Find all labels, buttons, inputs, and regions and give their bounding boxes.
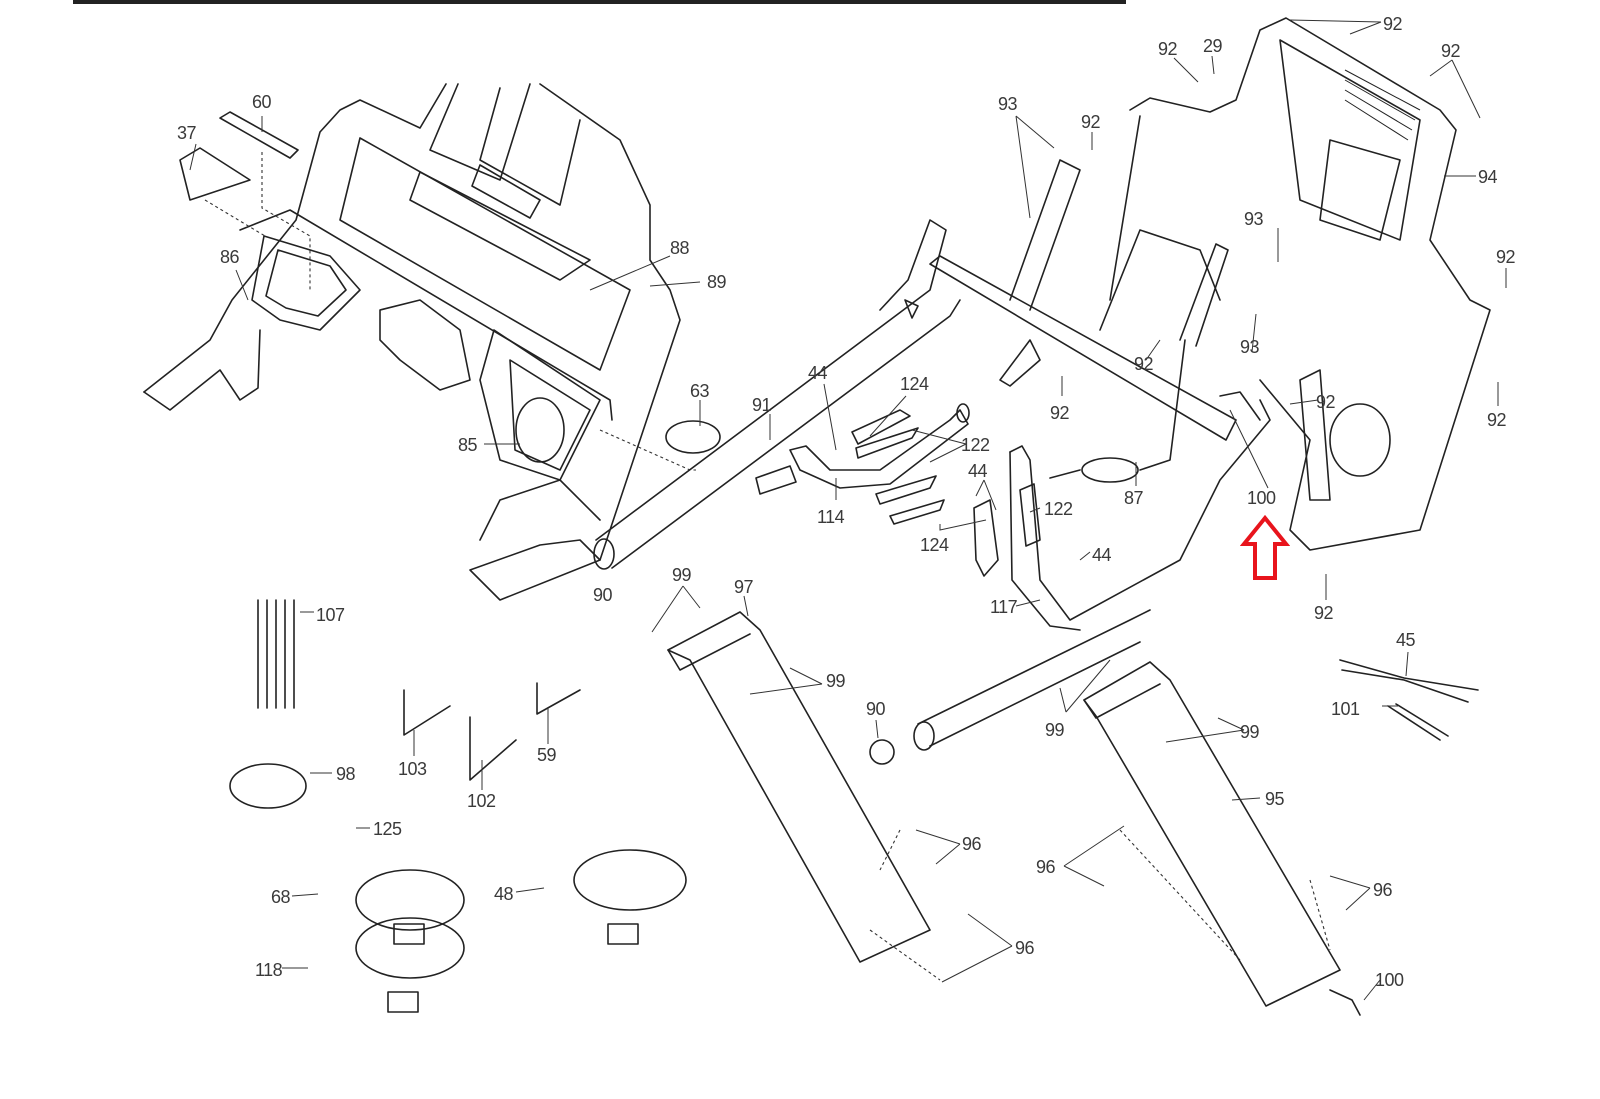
- highlight-up-arrow-icon: [1240, 514, 1290, 580]
- part-label-37: 37: [177, 123, 197, 143]
- end-cap-90: [869, 739, 895, 765]
- part-label-93: 93: [1244, 209, 1264, 229]
- power-cord-68: [355, 869, 465, 931]
- part-label-93: 93: [998, 94, 1018, 114]
- part-label-93: 93: [1240, 337, 1260, 357]
- part-label-92: 92: [1050, 403, 1070, 423]
- power-cord-48: [573, 849, 687, 911]
- part-label-60: 60: [252, 92, 272, 112]
- part-label-99: 99: [826, 671, 846, 691]
- part-label-92: 92: [1383, 14, 1403, 34]
- leader-lines: [189, 19, 1507, 1001]
- part-label-94: 94: [1478, 167, 1498, 187]
- part-label-122: 122: [1044, 499, 1073, 519]
- part-label-96: 96: [962, 834, 982, 854]
- handlebar-tube: [593, 219, 961, 570]
- part-label-122: 122: [961, 435, 990, 455]
- wire-harness-101: [1387, 703, 1449, 741]
- leg-97: [667, 611, 931, 963]
- part-label-107: 107: [316, 605, 345, 625]
- part-label-96: 96: [1373, 880, 1393, 900]
- handle-114: [755, 403, 999, 577]
- cable-98: [229, 763, 307, 809]
- part-label-96: 96: [1036, 857, 1056, 877]
- part-label-88: 88: [670, 238, 690, 258]
- part-label-68: 68: [271, 887, 291, 907]
- part-label-48: 48: [494, 884, 514, 904]
- part-label-102: 102: [467, 791, 496, 811]
- part-label-103: 103: [398, 759, 427, 779]
- console-frame: [143, 83, 696, 601]
- part-label-92: 92: [1314, 603, 1334, 623]
- part-label-125: 125: [373, 819, 402, 839]
- part-label-92: 92: [1158, 39, 1178, 59]
- part-label-95: 95: [1265, 789, 1285, 809]
- part-label-97: 97: [734, 577, 754, 597]
- part-label-92: 92: [1441, 41, 1461, 61]
- part-label-86: 86: [220, 247, 240, 267]
- part-label-44: 44: [1092, 545, 1112, 565]
- power-cord-118: [355, 917, 465, 979]
- part-label-45: 45: [1396, 630, 1416, 650]
- part-label-92: 92: [1496, 247, 1516, 267]
- rear-shroud-94: [1109, 17, 1491, 551]
- part-label-96: 96: [1015, 938, 1035, 958]
- part-label-44: 44: [968, 461, 988, 481]
- part-label-90: 90: [593, 585, 613, 605]
- part-label-85: 85: [458, 435, 478, 455]
- plug-118: [387, 991, 419, 1013]
- part-label-98: 98: [336, 764, 356, 784]
- part-label-114: 114: [817, 507, 845, 527]
- part-label-92: 92: [1487, 410, 1507, 430]
- part-label-91: 91: [752, 395, 772, 415]
- plug-68: [393, 923, 425, 945]
- part-label-90: 90: [866, 699, 886, 719]
- part-label-100: 100: [1375, 970, 1404, 990]
- part-label-124: 124: [920, 535, 949, 555]
- bolts-107: [257, 599, 295, 709]
- upper-frame: [929, 159, 1237, 441]
- top-rule: [73, 0, 1126, 4]
- part-label-99: 99: [672, 565, 692, 585]
- part-label-63: 63: [690, 381, 710, 401]
- part-label-59: 59: [537, 745, 557, 765]
- upright-117: [913, 399, 1271, 751]
- leg-95: [1083, 661, 1361, 1016]
- wire-45: [1339, 659, 1479, 703]
- part-label-89: 89: [707, 272, 727, 292]
- part-label-99: 99: [1045, 720, 1065, 740]
- part-label-87: 87: [1124, 488, 1144, 508]
- part-label-101: 101: [1331, 699, 1360, 719]
- allen-wrenches: [403, 682, 581, 781]
- part-label-44: 44: [808, 363, 828, 383]
- part-label-92: 92: [1081, 112, 1101, 132]
- part-label-92: 92: [1316, 392, 1336, 412]
- part-label-100-highlighted: 100: [1247, 488, 1276, 508]
- cables: [1049, 339, 1261, 483]
- part-label-99: 99: [1240, 722, 1260, 742]
- part-label-118: 118: [255, 960, 283, 980]
- part-63-disc: [665, 420, 721, 454]
- part-label-124: 124: [900, 374, 929, 394]
- plug-48: [607, 923, 639, 945]
- part-label-29: 29: [1203, 36, 1223, 56]
- part-label-117: 117: [990, 597, 1018, 617]
- part-label-92: 92: [1134, 354, 1154, 374]
